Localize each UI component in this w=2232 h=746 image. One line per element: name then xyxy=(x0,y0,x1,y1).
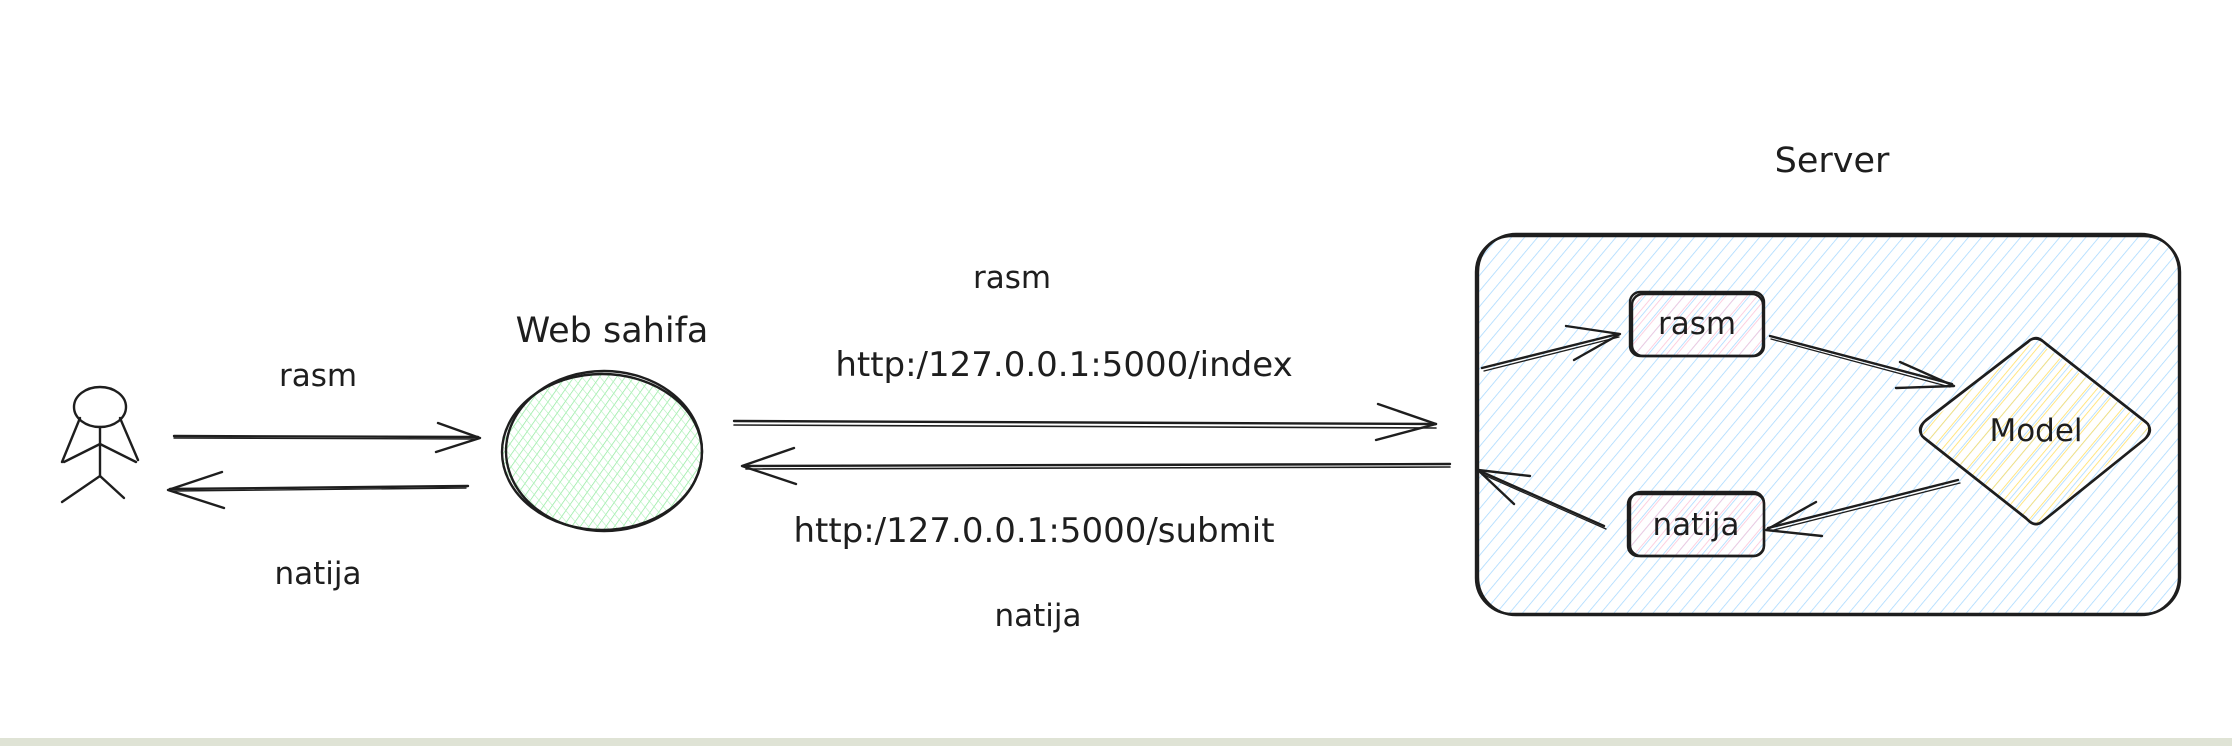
arrow-web-page-to-server xyxy=(732,402,1438,442)
server-rasm-label: rasm xyxy=(1658,306,1736,342)
bottom-strip xyxy=(0,738,2232,746)
label-submit-url: http:/127.0.0.1:5000/submit xyxy=(793,511,1274,551)
arrow-model-to-natija xyxy=(1764,478,1961,538)
model-node xyxy=(1918,336,2152,526)
user-stick-figure-icon xyxy=(60,385,140,504)
label-index-url: http:/127.0.0.1:5000/index xyxy=(835,345,1292,385)
arrow-user-to-web-page xyxy=(172,421,482,454)
label-web-to-user: natija xyxy=(274,556,361,592)
arrow-server-entry-to-rasm xyxy=(1480,324,1622,372)
arrow-rasm-to-model xyxy=(1768,334,1956,390)
label-user-to-web: rasm xyxy=(279,358,357,394)
arrow-web-page-to-user xyxy=(166,470,470,510)
server-natija-node xyxy=(1626,490,1766,558)
server-rasm-node xyxy=(1628,290,1766,358)
server-natija-label: natija xyxy=(1652,507,1739,543)
model-label: Model xyxy=(1989,413,2082,449)
arrow-natija-to-server-exit xyxy=(1476,468,1607,530)
label-server-to-web: natija xyxy=(994,598,1081,634)
web-page-label: Web sahifa xyxy=(516,311,709,351)
server-label: Server xyxy=(1775,141,1890,181)
label-web-to-server: rasm xyxy=(973,260,1051,296)
web-page-node xyxy=(500,369,704,533)
arrow-server-to-web-page xyxy=(740,446,1452,486)
